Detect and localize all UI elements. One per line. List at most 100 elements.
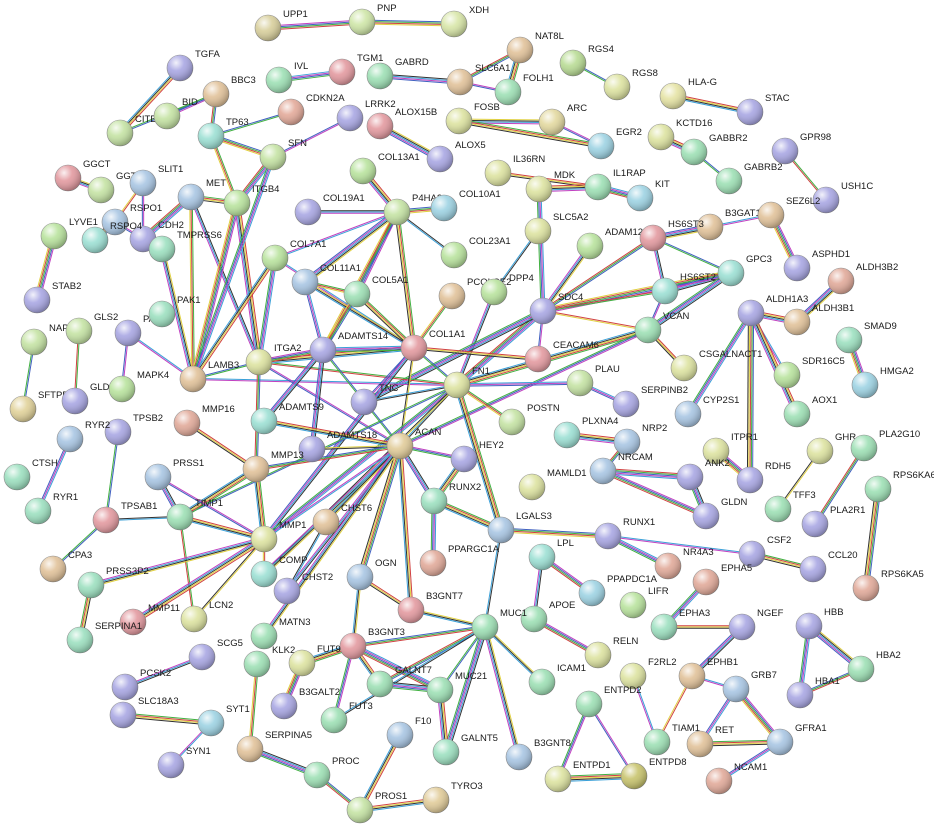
node-nr4a3[interactable]: NR4A3 [654, 547, 714, 580]
node-mmp13[interactable]: MMP13 [242, 450, 304, 483]
node-alox5[interactable]: ALOX5 [426, 140, 486, 173]
node-plau[interactable]: PLAU [566, 364, 620, 397]
node-muc21[interactable]: MUC21 [426, 671, 487, 704]
node-entpd2[interactable]: ENTPD2 [575, 685, 641, 718]
node-slc5a2[interactable]: SLC5A2 [524, 212, 588, 245]
node-lcn2[interactable]: LCN2 [180, 600, 233, 633]
node-plxna4[interactable]: PLXNA4 [553, 416, 618, 449]
node-runx1[interactable]: RUNX1 [594, 517, 655, 550]
node-hbb[interactable]: HBB [795, 607, 844, 640]
node-chst6[interactable]: CHST6 [312, 503, 372, 536]
node-tpsab1[interactable]: TPSAB1 [92, 501, 157, 534]
node-lpl[interactable]: LPL [528, 538, 574, 571]
node-tff3[interactable]: TFF3 [764, 490, 816, 523]
node-rspo1[interactable]: RSPO1 [101, 203, 162, 236]
node-b3gat1[interactable]: B3GAT1 [696, 208, 761, 241]
node-ank2[interactable]: ANK2 [676, 458, 730, 491]
node-csgalnact1[interactable]: CSGALNACT1 [670, 349, 762, 382]
node-fut3[interactable]: FUT3 [320, 701, 373, 734]
node-stab2[interactable]: STAB2 [23, 281, 81, 314]
node-mmp16[interactable]: MMP16 [173, 404, 235, 437]
node-gldn[interactable]: GLDN [692, 497, 748, 530]
node-rgs4[interactable]: RGS4 [559, 44, 614, 77]
node-f2rl2[interactable]: F2RL2 [619, 657, 677, 690]
node-mmp1[interactable]: MMP1 [250, 520, 306, 553]
node-mmp11[interactable]: MMP11 [119, 603, 180, 636]
node-gfra1[interactable]: GFRA1 [766, 723, 827, 756]
node-ephb1[interactable]: EPHB1 [678, 657, 738, 690]
node-alox15b[interactable]: ALOX15B [366, 107, 437, 140]
node-icam1[interactable]: ICAM1 [528, 663, 586, 696]
node-csf2[interactable]: CSF2 [738, 535, 791, 568]
node-hs6st2[interactable]: HS6ST2 [651, 272, 716, 305]
node-sfn[interactable]: SFN [259, 138, 307, 171]
node-tnc[interactable]: TNC [350, 383, 399, 416]
node-prss3p2[interactable]: PRSS3P2 [77, 566, 149, 599]
node-timp1[interactable]: TIMP1 [166, 498, 223, 531]
node-cpa3[interactable]: CPA3 [39, 550, 92, 583]
node-slit1[interactable]: SLIT1 [129, 164, 183, 197]
node-vcan[interactable]: VCAN [634, 311, 690, 344]
node-sdr16c5[interactable]: SDR16C5 [773, 356, 845, 389]
node-muc1[interactable]: MUC1 [471, 608, 527, 641]
node-serpinb2[interactable]: SERPINB2 [612, 385, 688, 418]
node-epha3[interactable]: EPHA3 [650, 608, 710, 641]
node-mdk[interactable]: MDK [525, 170, 576, 203]
node-chst2[interactable]: CHST2 [273, 572, 333, 605]
node-ctsh[interactable]: CTSH [3, 458, 58, 491]
node-ivl[interactable]: IVL [265, 61, 308, 94]
node-folh1[interactable]: FOLH1 [494, 73, 554, 106]
node-serpina1[interactable]: SERPINA1 [66, 621, 142, 654]
node-acan[interactable]: ACAN [386, 427, 442, 460]
node-ryr2[interactable]: RYR2 [56, 420, 110, 453]
node-b3gnt8[interactable]: B3GNT8 [505, 738, 571, 771]
node-slc18a3[interactable]: SLC18A3 [109, 696, 179, 729]
node-hs6st3[interactable]: HS6ST3 [639, 219, 704, 252]
node-gabrb2[interactable]: GABRB2 [715, 162, 783, 195]
node-syn1[interactable]: SYN1 [157, 746, 211, 779]
node-mapk4[interactable]: MAPK4 [108, 370, 169, 403]
node-ghr[interactable]: GHR [806, 432, 856, 465]
node-lyve1[interactable]: LYVE1 [40, 217, 98, 250]
node-ngef[interactable]: NGEF [728, 608, 784, 641]
node-nat8l[interactable]: NAT8L [506, 31, 564, 64]
node-dpp4[interactable]: DPP4 [480, 273, 534, 306]
node-aox1[interactable]: AOX1 [783, 395, 837, 428]
node-gldc[interactable]: GLDC [61, 382, 117, 415]
node-gabbr2[interactable]: GABBR2 [680, 133, 748, 166]
node-lifr[interactable]: LIFR [619, 586, 669, 619]
node-hmga2[interactable]: HMGA2 [851, 366, 914, 399]
node-nrcam[interactable]: NRCAM [589, 452, 653, 485]
node-tmprss6[interactable]: TMPRSS6 [148, 230, 222, 263]
node-rgs8[interactable]: RGS8 [603, 68, 658, 101]
node-tpsb2[interactable]: TPSB2 [104, 413, 163, 446]
node-col23a1[interactable]: COL23A1 [440, 236, 511, 269]
node-stac[interactable]: STAC [736, 93, 790, 126]
node-met[interactable]: MET [177, 178, 226, 211]
node-itga2[interactable]: ITGA2 [245, 343, 301, 376]
node-p4ha2[interactable]: P4HA2 [383, 193, 442, 226]
node-fut9[interactable]: FUT9 [288, 644, 341, 677]
node-b3gnt7[interactable]: B3GNT7 [397, 591, 463, 624]
node-ceacam6[interactable]: CEACAM6 [524, 340, 599, 373]
node-col7a1[interactable]: COL7A1 [261, 239, 326, 272]
node-xdh[interactable]: XDH [440, 5, 489, 38]
node-adamts18[interactable]: ADAMTS18 [298, 430, 377, 463]
node-ret[interactable]: RET [686, 725, 734, 758]
node-ccl20[interactable]: CCL20 [799, 550, 858, 583]
node-grb7[interactable]: GRB7 [722, 670, 777, 703]
node-fosb[interactable]: FOSB [445, 102, 500, 135]
node-entpd8[interactable]: ENTPD8 [620, 757, 686, 790]
node-rps6ka5[interactable]: RPS6KA5 [852, 569, 924, 602]
node-gls2[interactable]: GLS2 [65, 312, 118, 345]
node-ggct[interactable]: GGCT [54, 159, 111, 192]
node-ggt5[interactable]: GGT5 [87, 171, 142, 204]
node-col13a1[interactable]: COL13A1 [349, 152, 420, 185]
node-matn3[interactable]: MATN3 [250, 617, 311, 650]
node-cyp2s1[interactable]: CYP2S1 [674, 395, 739, 428]
node-aldh3b1[interactable]: ALDH3B1 [783, 303, 854, 336]
node-aldh3b2[interactable]: ALDH3B2 [827, 262, 898, 295]
node-smad9[interactable]: SMAD9 [835, 321, 897, 354]
node-adam12[interactable]: ADAM12 [576, 227, 643, 260]
node-fn1[interactable]: FN1 [443, 366, 490, 399]
